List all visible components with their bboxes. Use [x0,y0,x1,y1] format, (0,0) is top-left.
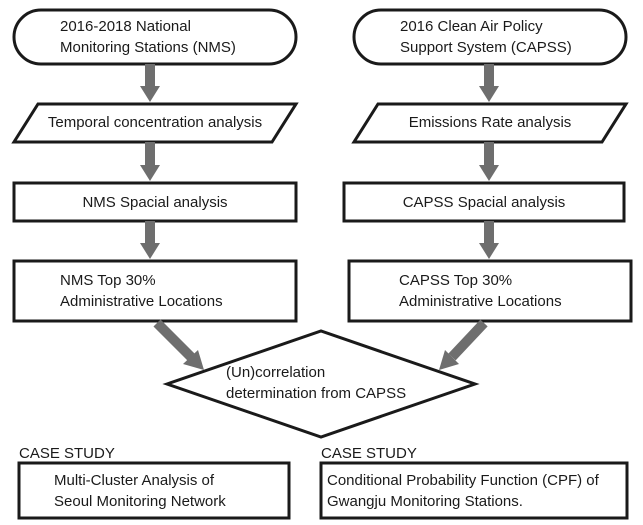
arrowhead-right-1 [479,86,499,102]
arrow-left-4 [153,319,195,361]
right-start-line1: 2016 Clean Air Policy [400,18,543,35]
case-study-right-line1: Conditional Probability Function (CPF) o… [327,472,599,489]
decision-text: (Un)correlation determination from CAPSS [226,362,406,404]
right-process-text: CAPSS Spacial analysis [402,194,566,211]
decision-diamond-shape [162,329,480,439]
left-input-parallelogram-shape [11,102,299,144]
right-result-text: CAPSS Top 30% Administrative Locations [399,270,562,312]
arrowhead-left-3 [140,243,160,259]
arrowhead-left-1 [140,86,160,102]
right-start-text: 2016 Clean Air Policy Support System (CA… [400,16,572,58]
left-input-text: Temporal concentration analysis [47,114,263,131]
decision-line1: (Un)correlation [226,364,326,381]
left-start-text: 2016-2018 National Monitoring Stations (… [60,16,236,58]
case-study-text-right: Conditional Probability Function (CPF) o… [327,470,599,512]
arrow-right-4 [448,319,488,361]
left-result-box-shape [12,259,298,323]
case-study-right-line2: Gwangju Monitoring Stations. [327,493,523,510]
decision-line2: determination from CAPSS [226,385,407,402]
left-process-text: NMS Spacial analysis [82,194,228,211]
arrowhead-right-2 [479,165,499,181]
left-start-line1: 2016-2018 National [60,18,191,35]
arrowhead-right-3 [479,243,499,259]
left-result-line1: NMS Top 30% [60,272,156,289]
arrowhead-left-4 [183,350,204,370]
right-result-line1: CAPSS Top 30% [399,272,513,289]
arrowhead-left-2 [140,165,160,181]
case-study-text-left: Multi-Cluster Analysis of Seoul Monitori… [54,470,226,512]
case-study-left-line1: Multi-Cluster Analysis of [54,472,215,489]
case-study-label-left: CASE STUDY [19,445,115,462]
case-study-box-right-shape [319,461,629,520]
case-study-label-right: CASE STUDY [321,445,417,462]
left-start-line2: Monitoring Stations (NMS) [60,39,236,56]
left-result-line2: Administrative Locations [60,293,223,310]
right-result-line2: Administrative Locations [399,293,562,310]
case-study-box-left-shape [17,461,291,520]
arrowhead-right-4 [439,350,459,370]
right-input-text: Emissions Rate analysis [408,114,572,131]
case-study-left-line2: Seoul Monitoring Network [54,493,226,510]
left-result-text: NMS Top 30% Administrative Locations [60,270,223,312]
right-input-parallelogram-shape [351,102,629,144]
right-start-line2: Support System (CAPSS) [400,39,572,56]
right-result-box-shape [347,259,633,323]
